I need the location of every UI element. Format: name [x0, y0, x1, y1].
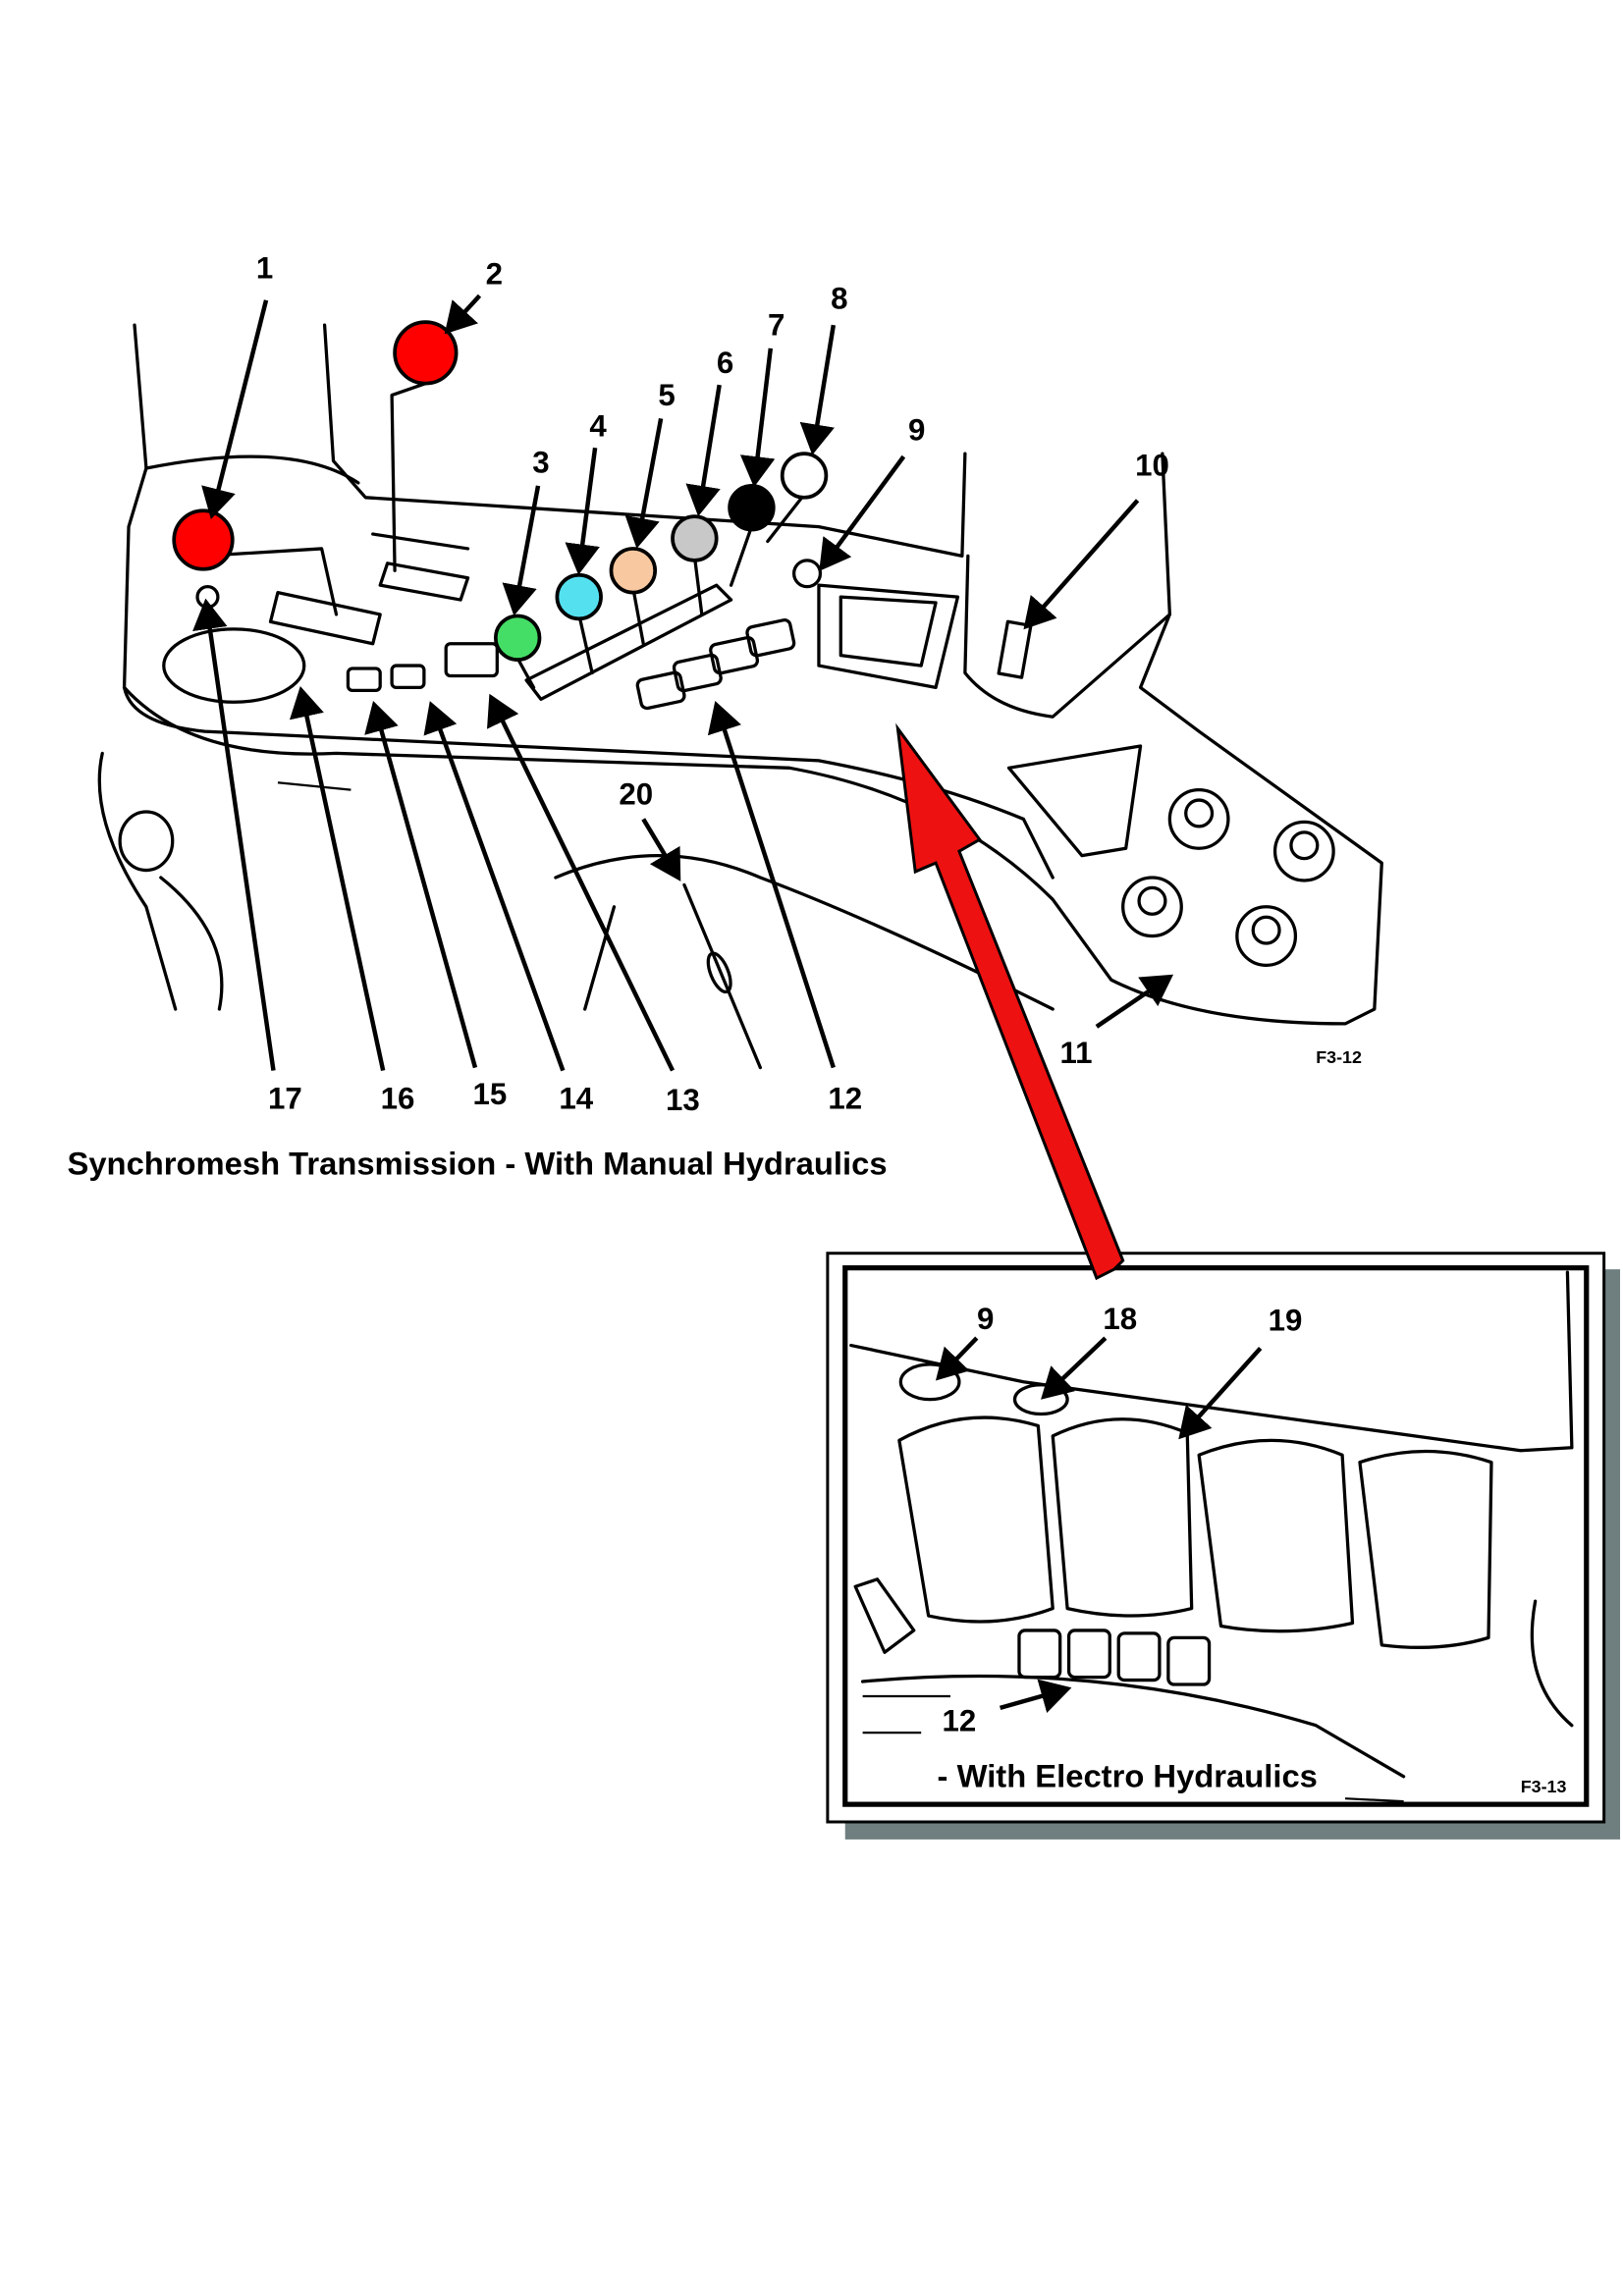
- inset-callout-leader-arrow-18: [1041, 1336, 1108, 1400]
- callout-label-10: 10: [1135, 448, 1169, 482]
- auxiliary-couplings: [1121, 788, 1335, 967]
- callout-label-2: 2: [486, 256, 503, 291]
- inset-caption: - With Electro Hydraulics: [938, 1757, 1318, 1793]
- switch-bank-12-inset: [1017, 1629, 1212, 1686]
- knob-4-cyan: [555, 572, 603, 621]
- callout-label-8: 8: [831, 282, 847, 316]
- inset-figure: 9 18 19 12 - With Electro Hydraulics F3-13: [826, 1252, 1621, 1840]
- callout-leader-arrow-14: [423, 701, 566, 1072]
- knob-1-red: [172, 508, 235, 571]
- callout-label-1: 1: [256, 250, 273, 285]
- callout-leader-arrow-12: [707, 701, 836, 1069]
- callout-label-16: 16: [381, 1081, 415, 1115]
- switch-bank-12: [635, 618, 796, 711]
- callout-leader-arrow-13: [487, 693, 676, 1072]
- knob-8-white: [780, 452, 829, 500]
- knob-2-red: [393, 320, 459, 386]
- callout-leader-arrow-2: [444, 294, 482, 335]
- cable-20: [682, 882, 763, 1070]
- figure-code-inset: F3-13: [1521, 1777, 1567, 1796]
- main-caption: Synchromesh Transmission - With Manual H…: [68, 1145, 888, 1181]
- callout-leader-arrow-16: [289, 686, 386, 1072]
- callout-label-6: 6: [717, 346, 733, 380]
- callout-label-20: 20: [619, 777, 653, 812]
- inset-callout-label-19: 19: [1269, 1304, 1303, 1338]
- callout-leader-arrow-10: [1023, 499, 1140, 630]
- callout-label-4: 4: [589, 408, 607, 443]
- callout-label-5: 5: [658, 378, 675, 412]
- inset-callout-leader-arrow-19: [1178, 1347, 1263, 1440]
- callout-leader-arrow-15: [364, 700, 478, 1069]
- callout-leader-arrow-9: [819, 454, 906, 571]
- knob-3-green: [493, 614, 542, 662]
- callout-label-9: 9: [908, 413, 925, 448]
- callout-leader-arrow-20: [641, 818, 681, 881]
- callout-leader-arrow-3: [502, 485, 541, 616]
- callout-label-3: 3: [532, 445, 549, 479]
- inset-callouts: 9 18 19 12: [935, 1302, 1303, 1738]
- callout-leader-arrow-11: [1095, 974, 1174, 1029]
- inset-callout-label-18: 18: [1103, 1302, 1137, 1336]
- lever-knobs: [172, 320, 829, 662]
- callout-leader-arrow-7: [739, 347, 776, 488]
- callout-leader-arrow-8: [799, 324, 837, 455]
- callout-label-7: 7: [768, 308, 784, 343]
- callout-label-11: 11: [1060, 1036, 1093, 1070]
- inset-callout-leader-arrow-9: [935, 1336, 979, 1381]
- callout-leader-arrow-1: [201, 299, 269, 520]
- callout-leader-arrow-17: [192, 598, 276, 1071]
- red-pointer-arrow: [895, 722, 1125, 1281]
- inset-callout-label-9: 9: [977, 1302, 994, 1336]
- inset-callout-label-12: 12: [943, 1704, 977, 1738]
- figure-code-main: F3-12: [1316, 1047, 1362, 1067]
- callout-leader-arrow-6: [685, 384, 722, 517]
- callout-label-17: 17: [268, 1081, 302, 1115]
- electro-hydraulic-levers: [897, 1415, 1493, 1649]
- callout-label-14: 14: [559, 1081, 593, 1115]
- knob-7-black: [728, 484, 776, 532]
- knob-6-grey: [671, 514, 719, 562]
- callout-label-12: 12: [828, 1081, 862, 1115]
- console-drawing: [97, 323, 1383, 1070]
- callout-leader-arrow-4: [565, 447, 600, 575]
- callout-leader-arrow-5: [624, 417, 664, 549]
- inset-callout-leader-arrow-12: [999, 1679, 1072, 1713]
- callout-label-13: 13: [666, 1083, 700, 1117]
- knob-5-peach: [609, 547, 658, 595]
- callout-label-15: 15: [472, 1077, 507, 1111]
